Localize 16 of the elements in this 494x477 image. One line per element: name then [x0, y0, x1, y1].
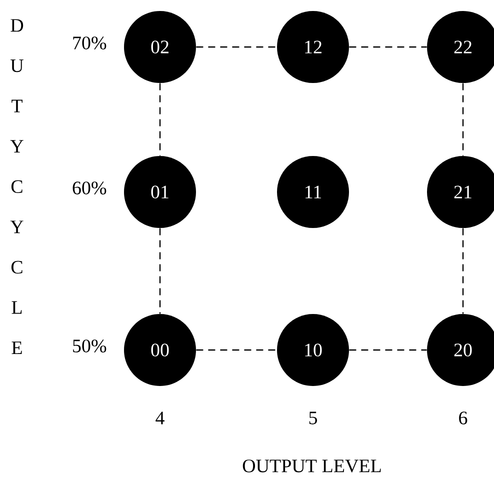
dashed-line — [196, 349, 277, 351]
dashed-line — [159, 228, 161, 314]
dashed-line — [462, 83, 464, 156]
tick-label: 50% — [73, 340, 106, 352]
tick-label: 70% — [73, 36, 106, 50]
tick-label: 4 — [156, 412, 164, 424]
tick-label: 60% — [72, 182, 106, 194]
tick-label: 6 — [459, 412, 468, 424]
dashed-line — [462, 228, 464, 314]
dashed-line — [196, 46, 277, 48]
axis-title: OUTPUT LEVEL — [242, 460, 381, 472]
dashed-line — [349, 46, 427, 48]
dashed-line — [349, 349, 427, 351]
tick-label: 5 — [309, 412, 317, 424]
dashed-line — [159, 83, 161, 156]
axis-title: DUTY CYCLE — [10, 19, 24, 354]
